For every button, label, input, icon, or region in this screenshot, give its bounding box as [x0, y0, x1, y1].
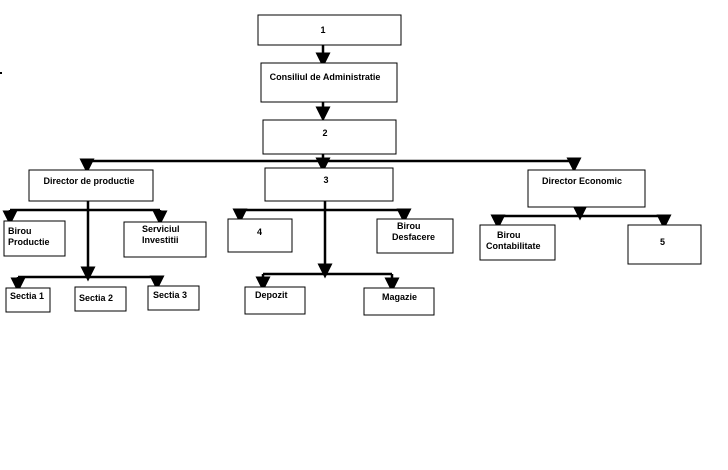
node-birou-contabilitate-line1: Birou [497, 230, 521, 240]
node-board-label: Consiliul de Administratie [270, 72, 381, 82]
node-sectia-3: Sectia 3 [147, 285, 200, 311]
node-2-label: 2 [322, 128, 327, 138]
node-director-de-productie: Director de productie [28, 169, 154, 202]
node-4: 4 [227, 218, 293, 253]
node-depozit: Depozit [244, 286, 306, 315]
node-magazie-label: Magazie [382, 292, 417, 302]
node-consiliul-de-administratie: Consiliul de Administratie [260, 62, 398, 103]
node-sectia-2-label: Sectia 2 [79, 293, 113, 303]
node-serviciul-investitii-line1: Serviciul [142, 224, 180, 234]
node-birou-productie-line2: Productie [8, 237, 50, 247]
node-birou-desfacere-line2: Desfacere [392, 232, 435, 242]
node-1-label: 1 [320, 25, 325, 35]
node-magazie: Magazie [363, 287, 435, 316]
node-sectia-2: Sectia 2 [74, 286, 127, 312]
stray-dot [0, 72, 2, 74]
node-depozit-label: Depozit [255, 290, 288, 300]
node-birou-productie-line1: Birou [8, 226, 32, 236]
node-4-label: 4 [257, 227, 262, 237]
node-birou-desfacere-line1: Birou [397, 221, 421, 231]
node-serviciul-investitii: Serviciul Investitii [123, 221, 207, 258]
node-5: 5 [627, 224, 702, 265]
node-director-productie-label: Director de productie [43, 176, 134, 186]
node-birou-contabilitate: Birou Contabilitate [479, 224, 556, 261]
node-birou-desfacere: Birou Desfacere [376, 218, 454, 254]
connectors [2, 45, 672, 293]
node-3: 3 [264, 167, 394, 202]
node-2: 2 [262, 119, 397, 155]
node-birou-contabilitate-line2: Contabilitate [486, 241, 541, 251]
node-sectia-1-label: Sectia 1 [10, 291, 44, 301]
node-sectia-3-label: Sectia 3 [153, 290, 187, 300]
node-3-label: 3 [323, 175, 328, 185]
node-sectia-1: Sectia 1 [5, 287, 51, 313]
node-director-economic-label: Director Economic [542, 176, 622, 186]
node-1: 1 [257, 14, 402, 46]
node-5-label: 5 [660, 237, 665, 247]
node-birou-productie: Birou Productie [3, 220, 66, 257]
node-director-economic: Director Economic [527, 169, 646, 208]
node-serviciul-investitii-line2: Investitii [142, 235, 179, 245]
